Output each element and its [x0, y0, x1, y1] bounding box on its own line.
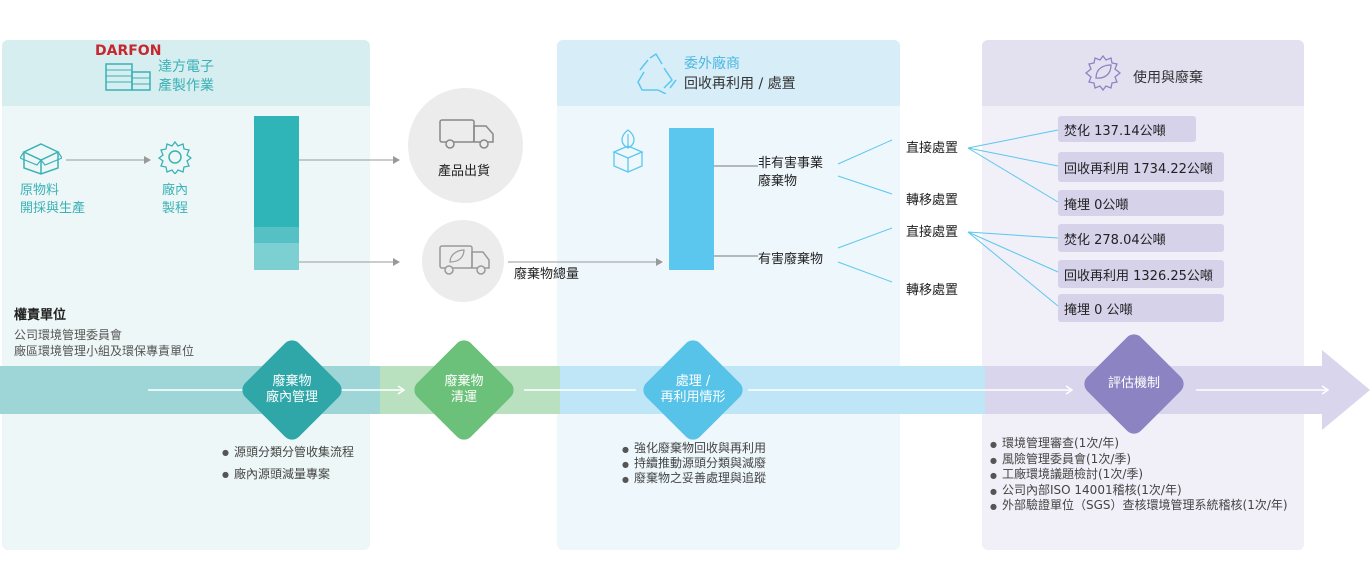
waste-transport-circle	[422, 220, 504, 302]
raw-material-line1: 原物料	[20, 183, 60, 198]
box-landfill-1: 掩埋 0公噸	[1058, 190, 1224, 216]
transfer-disposal-1: 轉移處置	[906, 193, 959, 208]
list-item: 環境管理審查(1次/年)	[990, 436, 1288, 452]
box-icon	[19, 140, 63, 180]
non-hazardous-line2: 廢棄物	[758, 174, 798, 189]
stage-label-2: 廢棄物 清運	[424, 374, 504, 406]
transfer-disposal-2: 轉移處置	[906, 283, 959, 298]
list-item: 外部驗證單位（SGS）查核環境管理系統稽核(1次/年)	[990, 498, 1288, 514]
box-incineration-2: 焚化 278.04公噸	[1058, 224, 1224, 252]
process-line2: 製程	[162, 201, 189, 216]
stage-3-line2: 再利用情形	[660, 390, 726, 405]
list-item: 公司內部ISO 14001稽核(1次/年)	[990, 483, 1288, 499]
hazardous-label: 有害廢棄物	[758, 252, 824, 267]
arrow-waste-to-outsource	[508, 252, 668, 271]
non-hazardous-label: 非有害事業 廢棄物	[758, 155, 823, 191]
stage4-bullets: 環境管理審查(1次/年) 風險管理委員會(1次/季) 工廠環境議題檢討(1次/季…	[990, 436, 1288, 514]
production-bar-product	[254, 116, 299, 227]
stage1-bullets: 源頭分類分管收集流程 廠內源頭減量專案	[222, 441, 354, 486]
waste-total-label: 廢棄物總量	[514, 267, 580, 282]
gear-icon	[157, 140, 193, 178]
authority-line1: 公司環境管理委員會	[14, 328, 123, 342]
stage-label-1: 廢棄物 廠內管理	[252, 374, 332, 406]
leaf-gear-icon	[1084, 54, 1122, 96]
company-name-line1: 達方電子	[158, 59, 214, 75]
list-item: 廠內源頭減量專案	[222, 463, 354, 486]
truck-icon	[438, 116, 496, 154]
direct-disposal-1: 直接處置	[906, 141, 959, 156]
non-hazardous-line1: 非有害事業	[758, 156, 824, 171]
stage-4-line1: 評估機制	[1107, 376, 1160, 391]
leaf-box-icon	[610, 128, 646, 178]
stage3-bullets: 強化廢棄物回收與再利用 持續推動源頭分類與減廢 廢棄物之妥善處理與追蹤	[622, 441, 766, 487]
production-bar-waste	[254, 243, 299, 270]
list-item: 源頭分類分管收集流程	[222, 441, 354, 464]
company-logo: DARFON	[95, 43, 162, 59]
box-recycle-1: 回收再利用 1734.22公噸	[1058, 152, 1224, 182]
shipping-circle	[408, 88, 523, 203]
arrow-bar-to-waste	[299, 252, 403, 271]
process-label: 廠內 製程	[162, 182, 188, 218]
list-item: 持續推動源頭分類與減廢	[622, 456, 766, 472]
direct-disposal-2: 直接處置	[906, 225, 959, 240]
box-recycle-2: 回收再利用 1326.25公噸	[1058, 260, 1224, 288]
building-icon	[104, 58, 152, 96]
outsource-bar	[669, 128, 714, 270]
outsource-title: 委外廠商 回收再利用 / 處置	[684, 54, 796, 94]
process-line1: 廠內	[162, 183, 189, 198]
production-bar-mid	[254, 227, 299, 243]
outsource-title-line1: 委外廠商	[684, 56, 740, 72]
outsource-connectors	[714, 139, 893, 283]
raw-material-line2: 開採與生產	[20, 201, 86, 216]
authority-title: 權責單位	[14, 308, 67, 323]
stage-label-4: 評估機制	[1094, 376, 1174, 392]
use-title: 使用與廢棄	[1133, 70, 1203, 86]
list-item: 風險管理委員會(1次/季)	[990, 452, 1288, 468]
box-incineration-1: 焚化 137.14公噸	[1058, 116, 1196, 142]
company-name: 達方電子 產製作業	[158, 58, 214, 96]
list-item: 強化廢棄物回收與再利用	[622, 441, 766, 457]
company-name-line2: 產製作業	[158, 78, 214, 94]
production-panel	[2, 40, 370, 550]
arrow-raw-to-process	[66, 150, 152, 169]
list-item: 工廠環境議題檢討(1次/季)	[990, 467, 1288, 483]
stage-label-3: 處理 / 再利用情形	[653, 374, 733, 406]
list-item: 廢棄物之妥善處理與追蹤	[622, 471, 766, 487]
stage-1-line1: 廢棄物	[272, 374, 312, 389]
stage-3-line1: 處理 /	[675, 374, 711, 389]
eco-truck-icon	[438, 244, 492, 280]
direct-to-box-connectors	[967, 129, 1059, 307]
authority-line2: 廠區環境管理小組及環保專責單位	[14, 344, 195, 358]
flow-arrow-head	[1322, 350, 1370, 430]
stage-2-line1: 廢棄物	[444, 374, 484, 389]
stage-1-line2: 廠內管理	[265, 390, 318, 405]
shipping-label: 產品出貨	[438, 164, 491, 179]
box-landfill-2: 掩埋 0 公噸	[1058, 294, 1224, 322]
outsource-title-line2: 回收再利用 / 處置	[684, 76, 796, 92]
recycle-icon	[634, 52, 678, 98]
raw-material-label: 原物料 開採與生產	[20, 182, 85, 218]
flow-white-lines	[148, 385, 1330, 395]
arrow-bar-to-shipping	[299, 150, 403, 169]
stage-2-line2: 清運	[450, 390, 477, 405]
